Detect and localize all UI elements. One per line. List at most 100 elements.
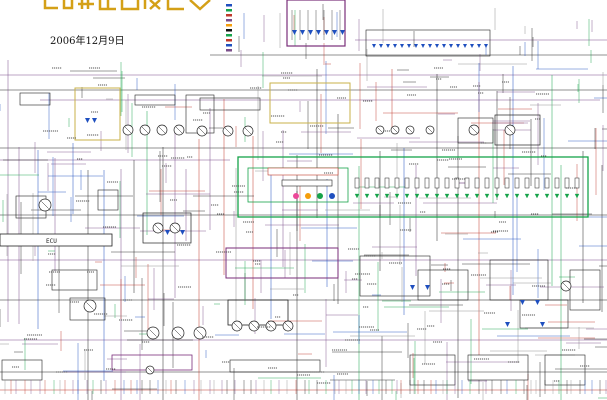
component-frame: [142, 212, 192, 244]
bulb-cross: [158, 126, 166, 134]
diode-symbol: [354, 193, 360, 199]
relay-diode: [505, 322, 510, 327]
resistor-symbol: [514, 177, 520, 189]
diode-symbol: [407, 44, 411, 48]
indicator-dot: [329, 193, 335, 199]
resistor-symbol: [454, 177, 460, 189]
component-frame: [457, 117, 494, 144]
diode-symbol: [364, 193, 370, 199]
resistor-symbol: [464, 177, 470, 189]
diode-symbol: [340, 30, 345, 35]
diagram-date: 2006年12月9日: [50, 36, 125, 47]
bulb-cross: [171, 224, 179, 232]
diode-symbol: [394, 193, 400, 199]
diode-symbol: [544, 193, 550, 199]
component-frame: [199, 97, 261, 111]
resistor-symbol: [504, 177, 510, 189]
diode-symbol: [308, 30, 313, 35]
resistor-symbol: [444, 177, 450, 189]
bulb-cross: [233, 322, 241, 330]
bulb-cross: [470, 126, 478, 134]
diode-symbol: [414, 44, 418, 48]
component-frame: [286, 0, 346, 47]
relay-diode: [180, 230, 185, 235]
bulb-cross: [147, 367, 153, 373]
bulb-cross: [377, 127, 383, 133]
component-frames: [1, 0, 601, 386]
bulb-cross: [392, 127, 398, 133]
bulb-cross: [506, 126, 514, 134]
tiny-labels: [12, 67, 590, 384]
component-frame: [134, 94, 176, 106]
diode-symbol: [372, 44, 376, 48]
diode-symbol: [384, 193, 390, 199]
bulb-cross: [284, 322, 292, 330]
component-frame: [417, 269, 469, 301]
resistor-symbol: [414, 177, 420, 189]
diode-symbol: [456, 44, 460, 48]
terminal-strip: [281, 179, 333, 187]
component-frame: [225, 247, 339, 279]
diode-symbol: [484, 193, 490, 199]
bulb-cross: [149, 329, 157, 337]
diode-symbol: [404, 193, 410, 199]
diode-symbol: [400, 44, 404, 48]
bulb-cross: [407, 127, 413, 133]
diode-symbol: [414, 193, 420, 199]
color-swatch: [226, 4, 232, 7]
diode-symbol: [421, 44, 425, 48]
relay-diode: [520, 300, 525, 305]
component-frame: [544, 354, 586, 386]
diode-symbol: [574, 193, 580, 199]
resistor-symbol: [534, 177, 540, 189]
color-swatch: [226, 29, 232, 32]
diode-symbol: [564, 193, 570, 199]
resistor-symbol: [494, 177, 500, 189]
bulb-cross: [174, 329, 182, 337]
bulb-cross: [427, 127, 433, 133]
resistor-symbol: [404, 177, 410, 189]
diode-symbol: [435, 44, 439, 48]
diode-symbol: [332, 30, 337, 35]
terminal-strip: [267, 167, 339, 176]
color-swatch: [226, 49, 232, 52]
relay-diode: [165, 230, 170, 235]
diode-symbol: [524, 193, 530, 199]
resistor-symbol: [424, 177, 430, 189]
diode-symbol: [444, 193, 450, 199]
resistor-symbol: [474, 177, 480, 189]
bulb-cross: [267, 322, 275, 330]
bulb-cross: [141, 126, 149, 134]
component-frame: [365, 29, 491, 57]
color-swatch: [226, 9, 232, 12]
diode-symbol: [474, 193, 480, 199]
color-swatch: [226, 34, 232, 37]
diode-symbol: [428, 44, 432, 48]
relay-diode: [540, 322, 545, 327]
diode-symbol: [379, 44, 383, 48]
diode-symbol: [464, 193, 470, 199]
color-swatch: [226, 24, 232, 27]
title-fragment: [43, 0, 211, 11]
diode-symbol: [292, 30, 297, 35]
bulb-cross: [244, 127, 252, 135]
resistor-symbol: [544, 177, 550, 189]
resistor-symbol: [484, 177, 490, 189]
component-frame: [19, 92, 51, 106]
wire-group: [0, 4, 607, 400]
resistor-symbol: [384, 177, 390, 189]
bulb-cross: [124, 126, 132, 134]
diode-symbol: [470, 44, 474, 48]
relay-diode: [410, 285, 415, 290]
diode-symbol: [393, 44, 397, 48]
bulb-cross: [562, 282, 570, 290]
diode-symbol: [424, 193, 430, 199]
component-frame: [237, 156, 589, 218]
component-frame: [74, 87, 121, 141]
bulb-cross: [196, 329, 204, 337]
component-frame: [569, 269, 601, 311]
resistor-symbol: [364, 177, 370, 189]
resistor-symbol: [374, 177, 380, 189]
color-swatch: [226, 44, 232, 47]
